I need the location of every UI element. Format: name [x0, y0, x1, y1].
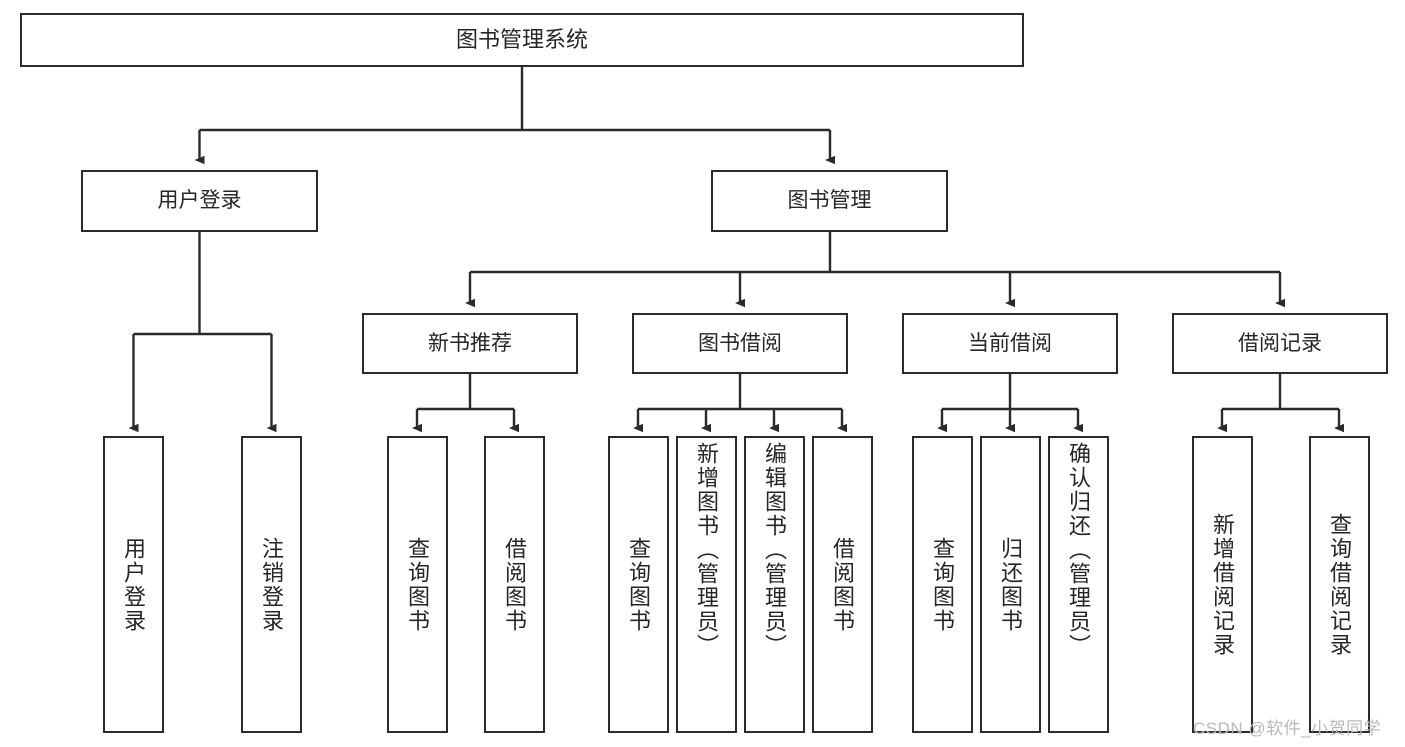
leaf-borrow-record-add-label: 新增借阅记录 [1210, 512, 1236, 657]
node-new-book-recommend-label: 新书推荐 [428, 331, 512, 355]
node-user-login-label: 用户登录 [157, 189, 242, 213]
leaf-user-login-login[interactable]: 用户登录 [103, 436, 164, 733]
leaf-current-borrow-query[interactable]: 查询图书 [912, 436, 973, 733]
leaf-user-login-login-label: 用户登录 [121, 536, 147, 633]
leaf-borrow-record-add[interactable]: 新增借阅记录 [1192, 436, 1253, 733]
leaf-new-book-borrow[interactable]: 借阅图书 [484, 436, 545, 733]
node-book-management[interactable]: 图书管理 [711, 170, 948, 232]
node-current-borrow-label: 当前借阅 [968, 331, 1052, 355]
leaf-borrow-record-query-label: 查询借阅记录 [1327, 512, 1353, 657]
leaf-current-borrow-query-label: 查询图书 [930, 536, 956, 633]
leaf-current-borrow-confirm[interactable]: 确认归还（管理员） [1048, 436, 1109, 733]
leaf-book-borrow-query[interactable]: 查询图书 [608, 436, 669, 733]
leaf-current-borrow-return-label: 归还图书 [998, 536, 1024, 633]
leaf-borrow-record-query[interactable]: 查询借阅记录 [1309, 436, 1370, 733]
node-root[interactable]: 图书管理系统 [20, 13, 1024, 67]
leaf-user-login-logout-label: 注销登录 [259, 536, 285, 633]
leaf-book-borrow-borrow[interactable]: 借阅图书 [812, 436, 873, 733]
node-borrow-record[interactable]: 借阅记录 [1172, 313, 1388, 374]
node-book-borrow-label: 图书借阅 [698, 331, 782, 355]
leaf-book-borrow-add-label: 新增图书（管理员） [694, 442, 720, 658]
node-root-label: 图书管理系统 [455, 26, 588, 52]
leaf-current-borrow-return[interactable]: 归还图书 [980, 436, 1041, 733]
leaf-book-borrow-add[interactable]: 新增图书（管理员） [676, 436, 737, 733]
node-book-borrow[interactable]: 图书借阅 [632, 313, 848, 374]
node-new-book-recommend[interactable]: 新书推荐 [362, 313, 578, 374]
watermark-text: CSDN @软件_小贺同学 [1193, 719, 1382, 738]
node-book-management-label: 图书管理 [787, 189, 872, 213]
node-borrow-record-label: 借阅记录 [1238, 331, 1322, 355]
leaf-book-borrow-query-label: 查询图书 [626, 536, 652, 633]
leaf-book-borrow-edit[interactable]: 编辑图书（管理员） [744, 436, 805, 733]
leaf-book-borrow-edit-label: 编辑图书（管理员） [762, 442, 788, 658]
leaf-new-book-query-label: 查询图书 [405, 536, 431, 633]
node-user-login[interactable]: 用户登录 [81, 170, 318, 232]
leaf-new-book-borrow-label: 借阅图书 [502, 536, 528, 633]
leaf-new-book-query[interactable]: 查询图书 [387, 436, 448, 733]
leaf-book-borrow-borrow-label: 借阅图书 [830, 536, 856, 633]
leaf-current-borrow-confirm-label: 确认归还（管理员） [1066, 442, 1092, 658]
leaf-user-login-logout[interactable]: 注销登录 [241, 436, 302, 733]
node-current-borrow[interactable]: 当前借阅 [902, 313, 1118, 374]
